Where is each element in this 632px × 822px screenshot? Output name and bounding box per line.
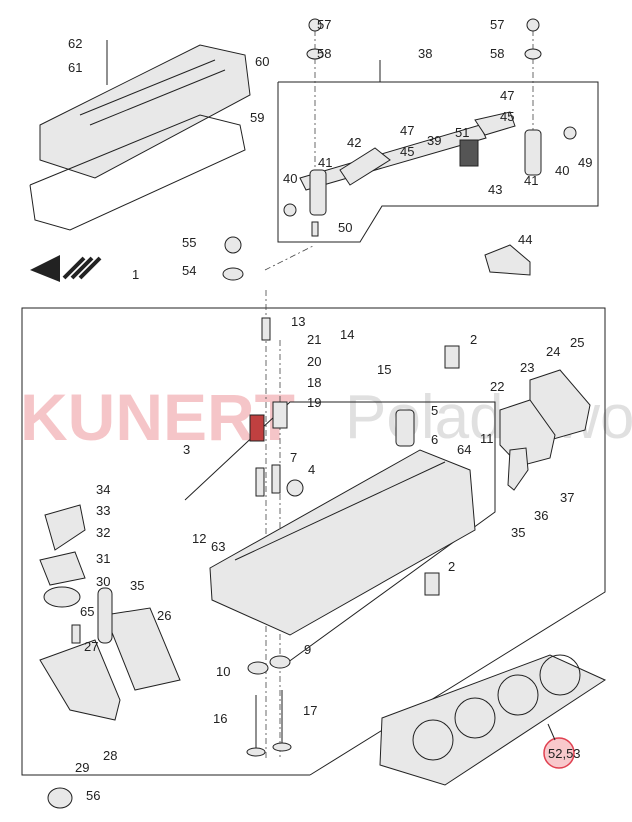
callout-63[interactable]: 63 bbox=[211, 539, 225, 554]
callout-51[interactable]: 51 bbox=[455, 125, 469, 140]
callout-62[interactable]: 62 bbox=[68, 36, 82, 51]
callout-33[interactable]: 33 bbox=[96, 503, 110, 518]
callout-47[interactable]: 47 bbox=[400, 123, 414, 138]
callout-52-53[interactable]: 52,53 bbox=[548, 746, 581, 761]
part-callouts: 57 58 38 57 58 62 61 60 59 47 45 47 45 4… bbox=[68, 17, 592, 803]
leader-52 bbox=[547, 723, 556, 741]
glow-plug-part bbox=[395, 409, 415, 447]
cylinder-head-part bbox=[209, 449, 476, 636]
callout-57[interactable]: 57 bbox=[317, 17, 331, 32]
callout-37[interactable]: 37 bbox=[560, 490, 574, 505]
thermostat-housing-parts bbox=[39, 504, 181, 809]
watermark-brand: KUNERT bbox=[20, 380, 295, 454]
valve-train-parts bbox=[246, 290, 292, 760]
callout-20[interactable]: 20 bbox=[307, 354, 321, 369]
callout-14[interactable]: 14 bbox=[340, 327, 354, 342]
callout-35[interactable]: 35 bbox=[130, 578, 144, 593]
callout-10[interactable]: 10 bbox=[216, 664, 230, 679]
callout-21[interactable]: 21 bbox=[307, 332, 321, 347]
injector-part bbox=[424, 572, 440, 596]
callout-59[interactable]: 59 bbox=[250, 110, 264, 125]
callout-45[interactable]: 45 bbox=[500, 109, 514, 124]
callout-22[interactable]: 22 bbox=[490, 379, 504, 394]
assembly-line bbox=[264, 244, 316, 271]
callout-16[interactable]: 16 bbox=[213, 711, 227, 726]
callout-54[interactable]: 54 bbox=[182, 263, 196, 278]
callout-60[interactable]: 60 bbox=[255, 54, 269, 69]
callout-15[interactable]: 15 bbox=[377, 362, 391, 377]
callout-17[interactable]: 17 bbox=[303, 703, 317, 718]
callout-25[interactable]: 25 bbox=[570, 335, 584, 350]
callout-57[interactable]: 57 bbox=[490, 17, 504, 32]
callout-55[interactable]: 55 bbox=[182, 235, 196, 250]
callout-13[interactable]: 13 bbox=[291, 314, 305, 329]
highlight-marker[interactable] bbox=[543, 737, 575, 769]
main-assembly-frame bbox=[21, 307, 606, 776]
callout-2[interactable]: 2 bbox=[470, 332, 477, 347]
callout-50[interactable]: 50 bbox=[338, 220, 352, 235]
callout-5[interactable]: 5 bbox=[431, 403, 438, 418]
lifting-bracket-part bbox=[507, 447, 529, 491]
callout-6[interactable]: 6 bbox=[431, 432, 438, 447]
callout-38[interactable]: 38 bbox=[418, 46, 432, 61]
callout-61[interactable]: 61 bbox=[68, 60, 82, 75]
callout-3[interactable]: 3 bbox=[183, 442, 190, 457]
callout-56[interactable]: 56 bbox=[86, 788, 100, 803]
callout-27[interactable]: 27 bbox=[84, 639, 98, 654]
callout-7[interactable]: 7 bbox=[290, 450, 297, 465]
callout-32[interactable]: 32 bbox=[96, 525, 110, 540]
callout-44[interactable]: 44 bbox=[518, 232, 532, 247]
callout-42[interactable]: 42 bbox=[347, 135, 361, 150]
callout-23[interactable]: 23 bbox=[520, 360, 534, 375]
callout-35[interactable]: 35 bbox=[511, 525, 525, 540]
callout-24[interactable]: 24 bbox=[546, 344, 560, 359]
callout-29[interactable]: 29 bbox=[75, 760, 89, 775]
callout-64[interactable]: 64 bbox=[457, 442, 471, 457]
callout-36[interactable]: 36 bbox=[534, 508, 548, 523]
callout-65[interactable]: 65 bbox=[80, 604, 94, 619]
head-gasket-part bbox=[379, 654, 607, 786]
callout-49[interactable]: 49 bbox=[578, 155, 592, 170]
injector-part bbox=[444, 345, 460, 369]
rocker-assembly-frame bbox=[277, 81, 599, 243]
callout-34[interactable]: 34 bbox=[96, 482, 110, 497]
callout-31[interactable]: 31 bbox=[96, 551, 110, 566]
callout-43[interactable]: 43 bbox=[488, 182, 502, 197]
callout-19[interactable]: 19 bbox=[307, 395, 321, 410]
callout-39[interactable]: 39 bbox=[427, 133, 441, 148]
callout-41[interactable]: 41 bbox=[524, 173, 538, 188]
callout-58[interactable]: 58 bbox=[317, 46, 331, 61]
cap-part bbox=[224, 236, 242, 254]
rocker-shaft-part bbox=[283, 18, 577, 237]
callout-4[interactable]: 4 bbox=[308, 462, 315, 477]
callout-47[interactable]: 47 bbox=[500, 88, 514, 103]
callout-41[interactable]: 41 bbox=[318, 155, 332, 170]
callout-2[interactable]: 2 bbox=[448, 559, 455, 574]
callout-40[interactable]: 40 bbox=[283, 171, 297, 186]
callout-26[interactable]: 26 bbox=[157, 608, 171, 623]
callout-40[interactable]: 40 bbox=[555, 163, 569, 178]
callout-12[interactable]: 12 bbox=[192, 531, 206, 546]
callout-45[interactable]: 45 bbox=[400, 144, 414, 159]
seal-part bbox=[222, 267, 244, 281]
callout-11[interactable]: 11 bbox=[480, 431, 494, 446]
callout-18[interactable]: 18 bbox=[307, 375, 321, 390]
valve-cover-part bbox=[29, 40, 251, 231]
callout-1[interactable]: 1 bbox=[132, 267, 139, 282]
callout-9[interactable]: 9 bbox=[304, 642, 311, 657]
rocker-cover-bracket-part bbox=[484, 244, 531, 276]
callout-28[interactable]: 28 bbox=[103, 748, 117, 763]
callout-30[interactable]: 30 bbox=[96, 574, 110, 589]
front-direction-arrow-icon bbox=[30, 255, 102, 282]
callout-58[interactable]: 58 bbox=[490, 46, 504, 61]
